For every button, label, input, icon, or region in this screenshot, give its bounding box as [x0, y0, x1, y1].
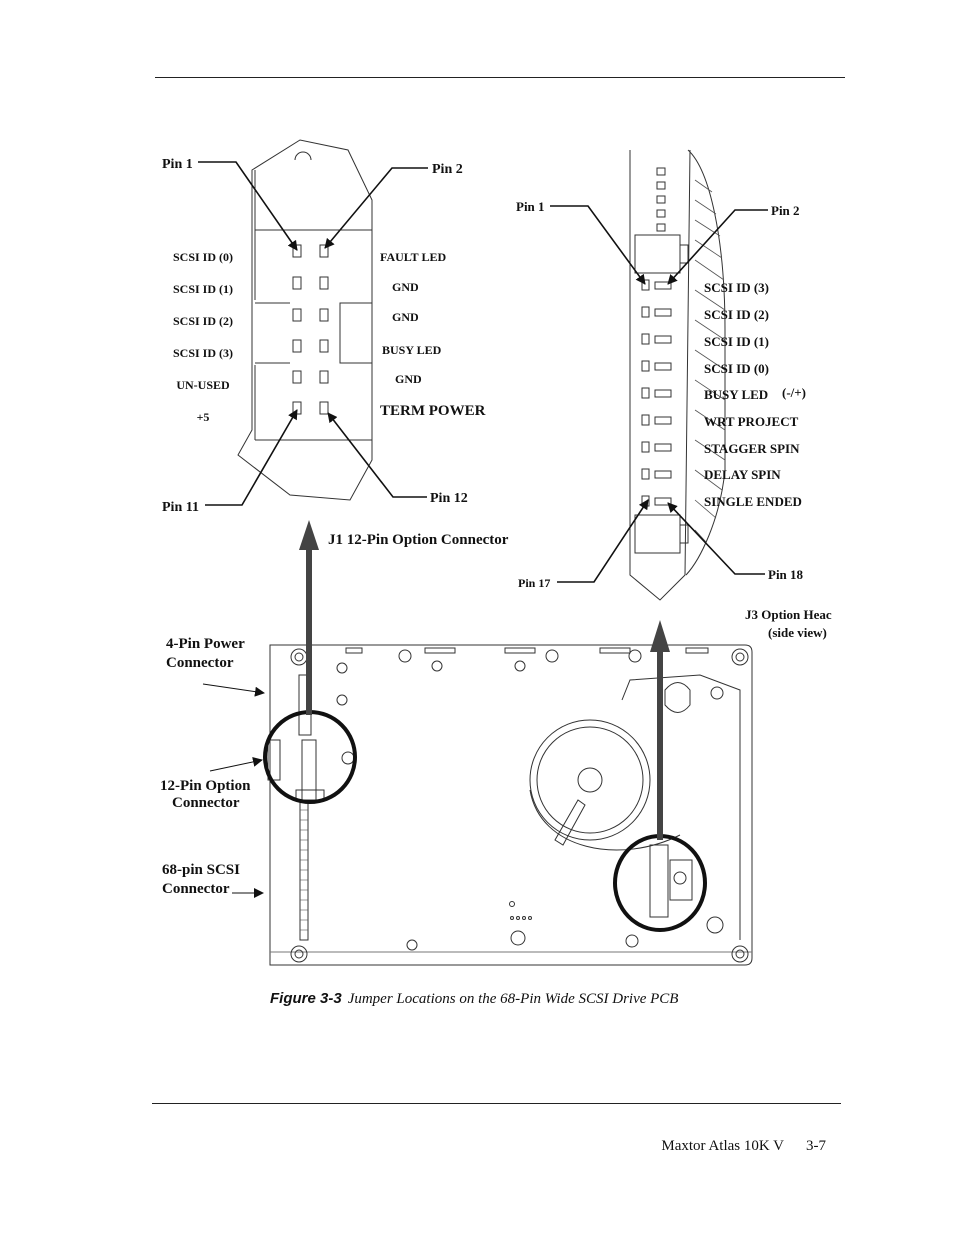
j1-left-label: SCSI ID (2): [173, 314, 233, 328]
j3-label: WRT PROJECT: [704, 414, 799, 429]
pcb-callouts: [202, 683, 265, 898]
j1-left-label: SCSI ID (0): [173, 250, 233, 264]
j1-title: J1 12-Pin Option Connector: [328, 532, 509, 548]
j3-label: SCSI ID (1): [704, 334, 769, 349]
j1-connector-drawing: [237, 139, 373, 501]
scsi-connector-label: Connector: [162, 881, 230, 897]
pointer-arrows: [299, 520, 670, 840]
figure-number: Figure 3-3: [270, 990, 342, 1007]
page-footer: Maxtor Atlas 10K V 3-7: [661, 1138, 826, 1155]
j1-pin12-label: Pin 12: [430, 491, 468, 506]
footer-rule: [152, 1103, 841, 1104]
power-connector-label: Connector: [166, 655, 234, 671]
j3-pin1-label: Pin 1: [516, 199, 545, 214]
footer-product: Maxtor Atlas 10K V: [661, 1138, 784, 1154]
j3-pin18-label: Pin 18: [768, 567, 804, 582]
j1-pin11-label: Pin 11: [162, 500, 199, 515]
j3-function-labels: SCSI ID (3) SCSI ID (2) SCSI ID (1) SCSI…: [704, 280, 806, 509]
j1-left-label: UN-USED: [176, 378, 230, 392]
j3-label: SINGLE ENDED: [704, 494, 802, 509]
j1-right-label: GND: [392, 310, 419, 324]
j1-left-label: +5: [197, 410, 210, 424]
j3-label: SCSI ID (3): [704, 280, 769, 295]
pcb-drawing: [267, 644, 753, 966]
j3-title-line1: J3 Option Heac: [745, 607, 832, 622]
j3-label: STAGGER SPIN: [704, 441, 800, 456]
j3-label: DELAY SPIN: [704, 467, 781, 482]
j3-pin-grid: [641, 279, 672, 507]
j3-header-drawing: [629, 149, 726, 601]
j1-callouts: [198, 161, 428, 506]
j3-pin17-label: Pin 17: [518, 576, 550, 590]
j1-pin-grid: [292, 244, 329, 415]
j1-left-labels: SCSI ID (0) SCSI ID (1) SCSI ID (2) SCSI…: [173, 250, 233, 424]
figure-caption-text: Jumper Locations on the 68-Pin Wide SCSI…: [347, 991, 679, 1007]
header-rule: [155, 77, 845, 78]
j1-right-label: GND: [395, 372, 422, 386]
j1-right-label: BUSY LED: [382, 343, 442, 357]
j3-busy-suffix: (-/+): [782, 385, 806, 400]
j1-pin1-label: Pin 1: [162, 157, 193, 172]
j3-title-line2: (side view): [768, 625, 827, 640]
power-connector-label: 4-Pin Power: [166, 636, 245, 652]
j3-pin2-label: Pin 2: [771, 203, 800, 218]
j1-right-label: GND: [392, 280, 419, 294]
j1-right-label: FAULT LED: [380, 250, 446, 264]
j3-label: SCSI ID (0): [704, 361, 769, 376]
j3-label: BUSY LED: [704, 387, 768, 402]
page-number: 3-7: [806, 1138, 826, 1154]
scsi-connector-label: 68-pin SCSI: [162, 862, 240, 878]
j1-left-label: SCSI ID (3): [173, 346, 233, 360]
option-connector-label: 12-Pin Option: [160, 778, 251, 794]
figure-caption: Figure 3-3 Jumper Locations on the 68-Pin…: [270, 990, 678, 1008]
j1-right-label: TERM POWER: [380, 403, 486, 419]
j1-pin2-label: Pin 2: [432, 162, 463, 177]
j1-left-label: SCSI ID (1): [173, 282, 233, 296]
j1-highlight-circle: [263, 710, 357, 804]
j3-label: SCSI ID (2): [704, 307, 769, 322]
j3-top-ticks: [656, 167, 666, 232]
option-connector-label: Connector: [172, 795, 240, 811]
j3-callouts: [550, 205, 768, 583]
j1-right-labels: FAULT LED GND GND BUSY LED GND TERM POWE…: [380, 250, 486, 419]
